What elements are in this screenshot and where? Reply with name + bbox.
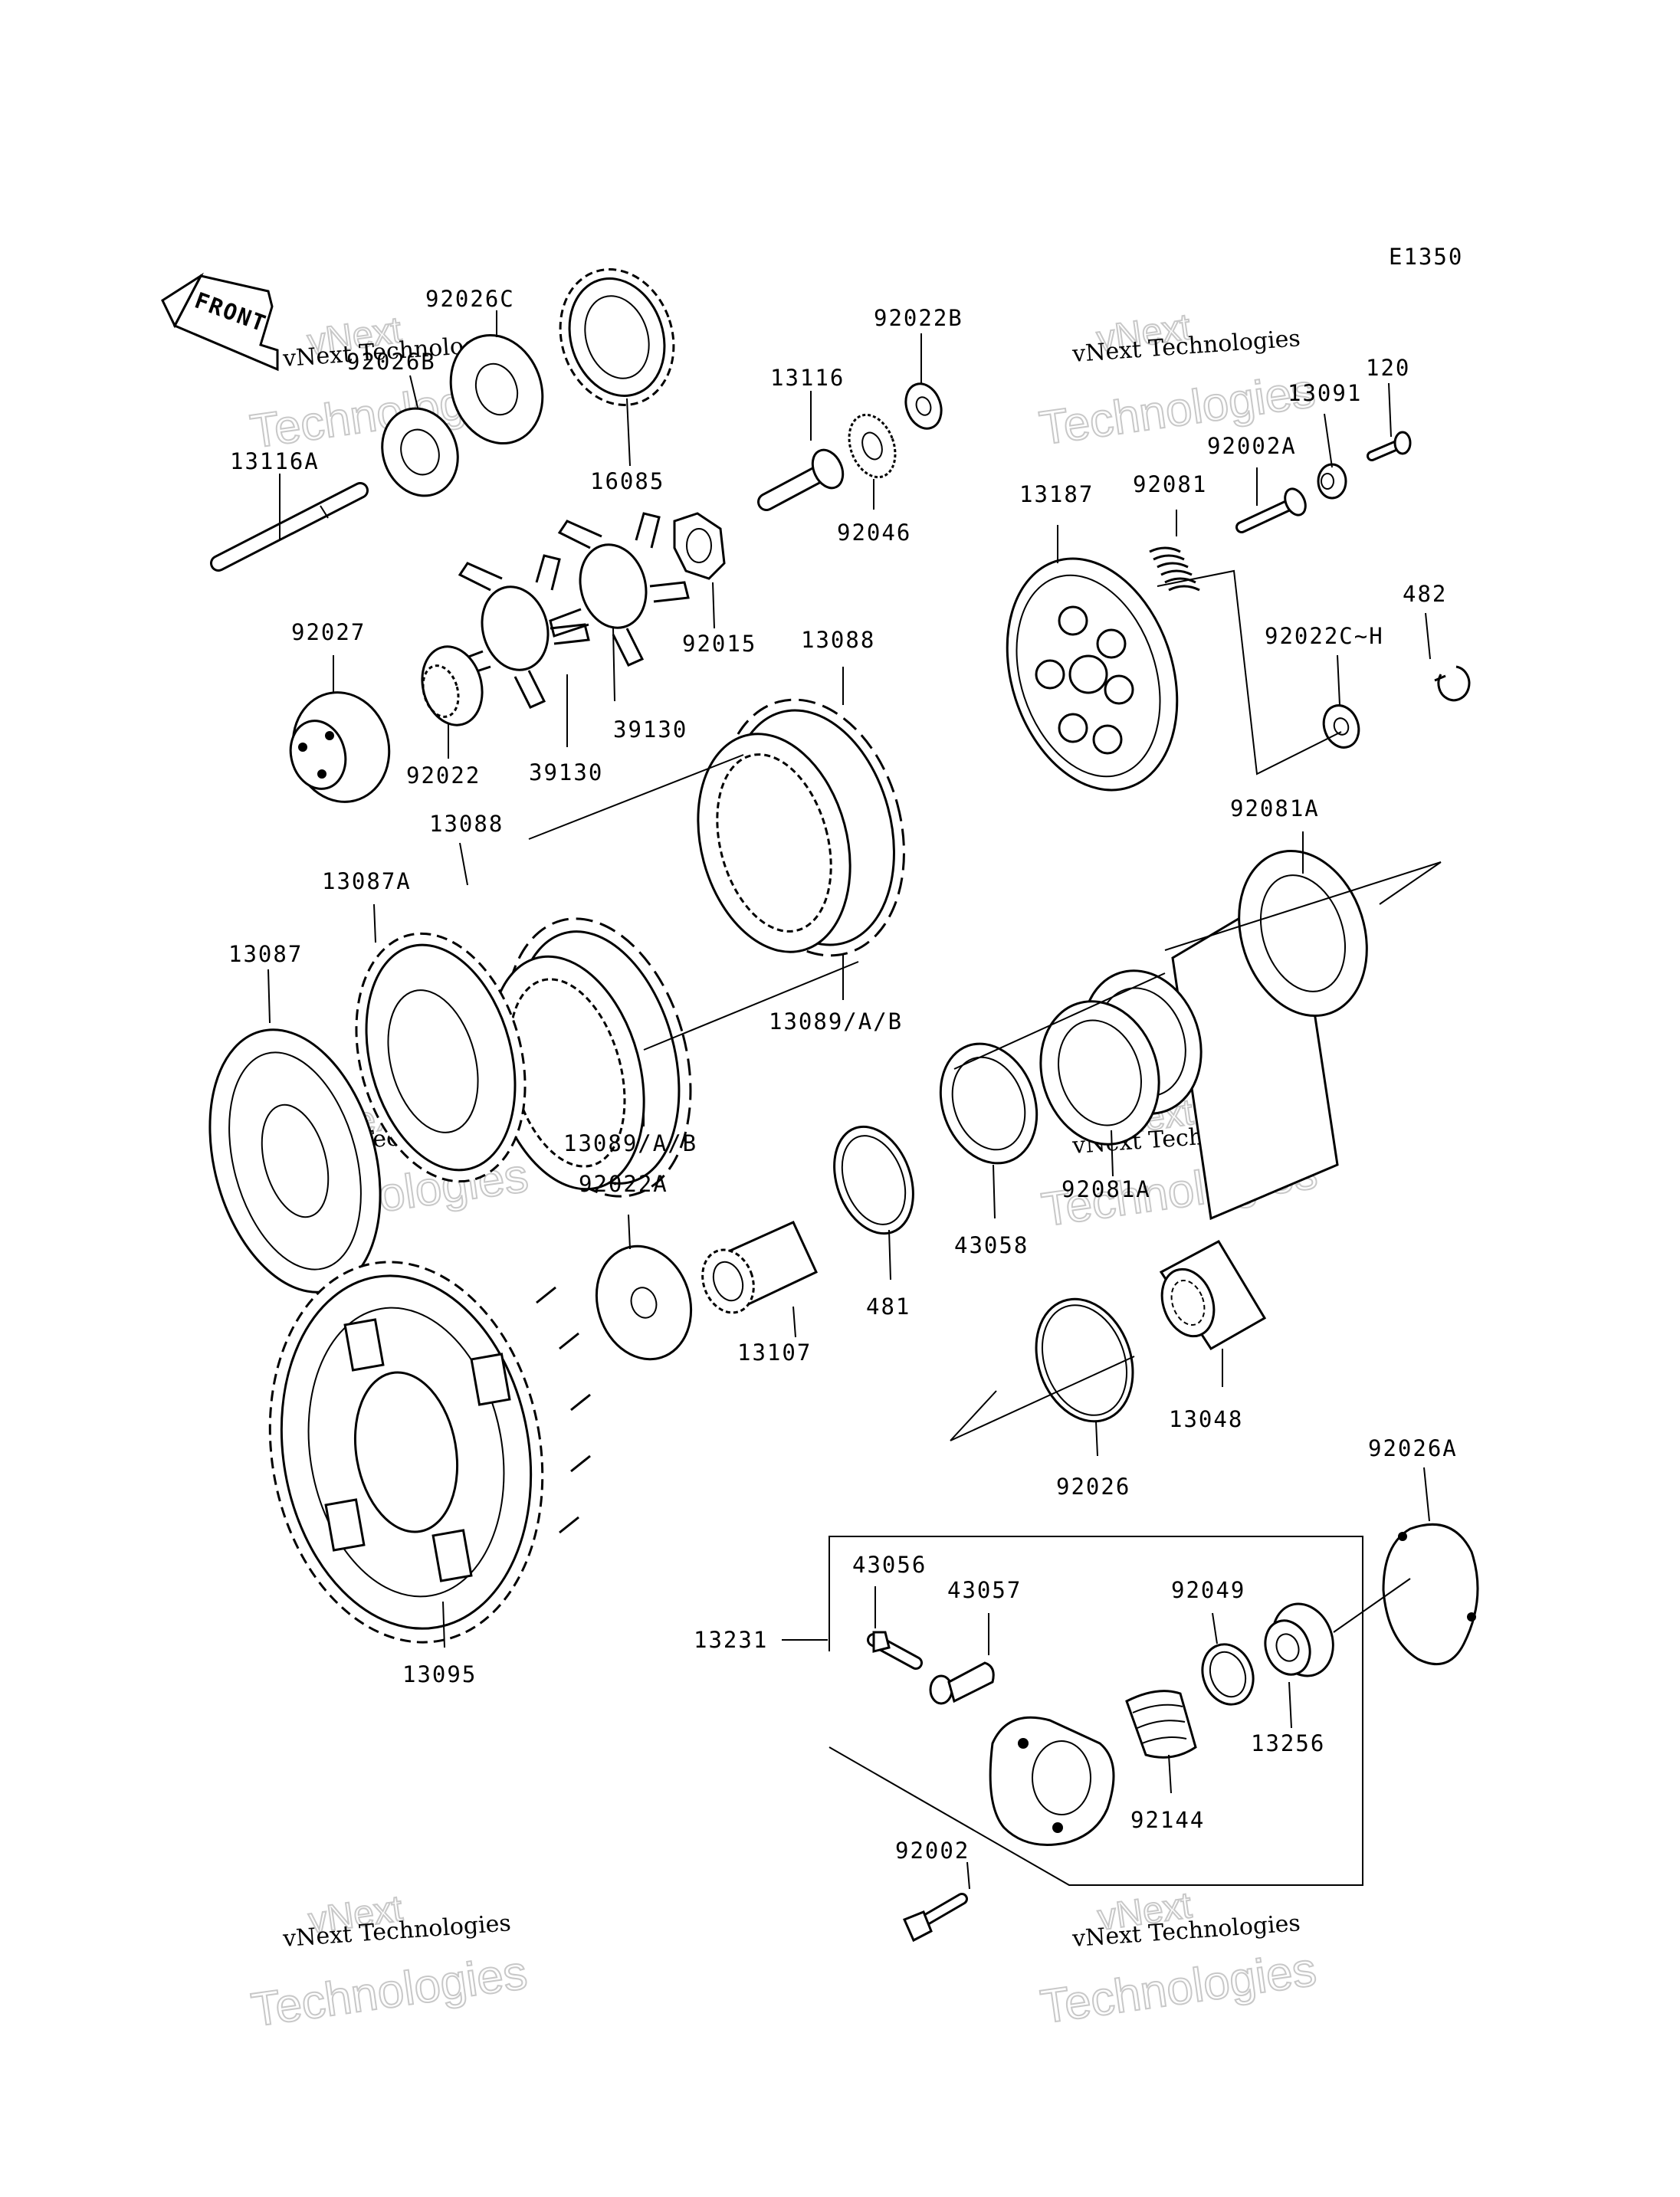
- snapring-481: [833, 1125, 914, 1235]
- clutch-housing-13095: [268, 1261, 591, 1644]
- label-92026B: 92026B: [346, 349, 436, 375]
- circlip-482: [1434, 665, 1471, 702]
- label-481: 481: [866, 1294, 911, 1320]
- part-labels: 92026C 92026B 16085 13116A 13116 92022B …: [228, 286, 1458, 1864]
- nut-92015: [673, 512, 726, 580]
- label-92046: 92046: [837, 520, 911, 546]
- watermark-bottom-right: vNext Technologies: [1037, 1884, 1321, 2035]
- slave-cylinder-13231: [989, 1716, 1115, 1846]
- collar-92081A: [1039, 850, 1368, 1221]
- label-13087: 13087: [228, 941, 303, 967]
- label-43056: 43056: [852, 1552, 927, 1578]
- label-13048: 13048: [1169, 1406, 1243, 1432]
- label-13187: 13187: [1019, 481, 1094, 507]
- label-13095: 13095: [402, 1661, 477, 1687]
- svg-text:Technologies: Technologies: [248, 1946, 530, 2038]
- label-13088-upper: 13088: [801, 627, 875, 653]
- collar-92027: [289, 691, 391, 803]
- front-arrow-icon: FRONT: [161, 272, 279, 372]
- label-92049: 92049: [1171, 1577, 1245, 1603]
- label-13231: 13231: [694, 1627, 768, 1653]
- plate-stack-13088-lower: [489, 917, 692, 1198]
- washer-92026C: [449, 333, 544, 445]
- bleeder-43056: [867, 1631, 923, 1670]
- label-92144: 92144: [1130, 1807, 1205, 1833]
- label-92022A: 92022A: [579, 1171, 668, 1197]
- watermark-bottom-left: vNext Technologies: [248, 1887, 531, 2038]
- lockplate-39130-a: [451, 554, 590, 709]
- label-13091: 13091: [1288, 380, 1362, 406]
- label-120: 120: [1366, 355, 1410, 381]
- diagram-code: E1350: [1389, 244, 1463, 270]
- label-13088-lower: 13088: [429, 811, 504, 837]
- washer-92022A: [595, 1244, 693, 1361]
- bolt-92002: [902, 1893, 968, 1943]
- label-16085: 16085: [590, 468, 664, 494]
- pressure-plate-13187: [1006, 557, 1179, 792]
- bolt-120: [1367, 431, 1412, 461]
- bearing-13256: [1264, 1602, 1334, 1677]
- label-13107: 13107: [737, 1340, 812, 1366]
- label-92026C: 92026C: [425, 286, 515, 312]
- lockplate-39130-b: [549, 512, 690, 667]
- spring-92081: [1149, 546, 1200, 592]
- label-92081: 92081: [1133, 471, 1207, 497]
- label-13087A: 13087A: [322, 868, 412, 894]
- label-13089-upper: 13089/A/B: [769, 1008, 903, 1035]
- pushrod-13116A: [210, 482, 369, 572]
- washer-92022CH: [1322, 704, 1360, 749]
- bolt-92002A: [1235, 487, 1307, 533]
- part-13091: [1317, 463, 1347, 500]
- sleeve-13107: [701, 1221, 818, 1314]
- label-13116A: 13116A: [230, 448, 320, 474]
- gasket-92026A: [1382, 1523, 1479, 1666]
- label-13116: 13116: [770, 365, 845, 391]
- label-43058: 43058: [954, 1232, 1029, 1258]
- ring-92049: [1201, 1643, 1255, 1706]
- label-92002: 92002: [895, 1838, 970, 1864]
- pushrod-13116: [757, 448, 845, 511]
- oring-92026: [1035, 1297, 1134, 1423]
- label-92015: 92015: [682, 631, 756, 657]
- leader-lines: [267, 310, 1442, 1890]
- washer-92026B: [381, 407, 459, 497]
- plate-stack-13088-upper: [697, 698, 905, 957]
- label-92081A-upper: 92081A: [1230, 795, 1320, 821]
- label-92026A: 92026A: [1368, 1435, 1458, 1461]
- label-39130-b: 39130: [613, 716, 687, 743]
- label-92022: 92022: [406, 762, 481, 789]
- label-92002A: 92002A: [1207, 433, 1297, 459]
- label-92026: 92026: [1056, 1474, 1130, 1500]
- bearing-92046: [848, 413, 897, 479]
- washer-92022B: [904, 382, 943, 430]
- watermark-top-right: vNext Technologies: [1035, 306, 1319, 456]
- clutch-hub-13087A: [355, 932, 527, 1183]
- label-92027: 92027: [291, 619, 366, 645]
- label-482: 482: [1403, 581, 1447, 607]
- cap-43057: [929, 1661, 995, 1705]
- spring-92144: [1125, 1690, 1197, 1759]
- label-13256: 13256: [1251, 1730, 1325, 1756]
- label-92022B: 92022B: [874, 305, 963, 331]
- guide-13048: [1159, 1240, 1267, 1351]
- label-13089-lower: 13089/A/B: [563, 1130, 697, 1156]
- label-92081A-lower: 92081A: [1061, 1176, 1151, 1202]
- label-92022CH: 92022C~H: [1265, 623, 1384, 649]
- ring-43058: [939, 1042, 1039, 1165]
- collar-92022: [421, 645, 484, 726]
- gear-16085: [559, 268, 675, 406]
- label-43057: 43057: [947, 1577, 1022, 1603]
- svg-text:Technologies: Technologies: [1038, 1943, 1320, 2034]
- label-39130-a: 39130: [529, 759, 603, 785]
